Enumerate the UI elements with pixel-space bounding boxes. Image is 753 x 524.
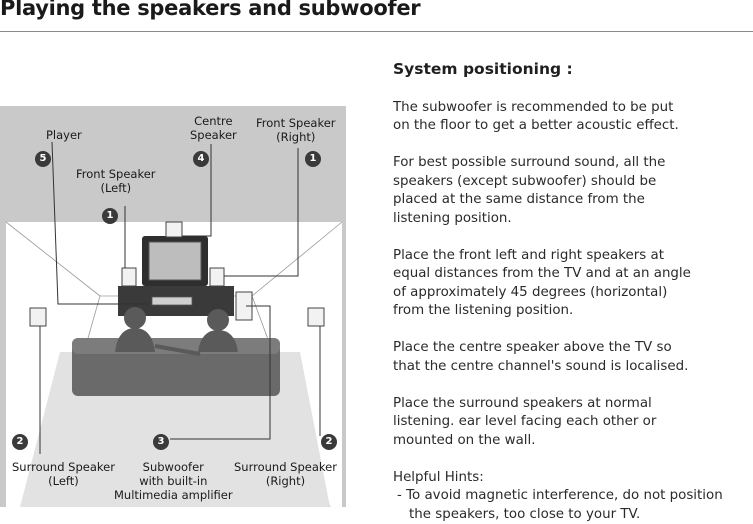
label-subwoofer: Subwoofer with built-in Multimedia ampli… (114, 460, 233, 502)
person-left (124, 307, 146, 329)
paragraph-surround-speakers: Place the surround speakers at normal li… (393, 395, 657, 448)
surround-right-speaker (307, 307, 325, 327)
label-front-left-speaker: Front Speaker (Left) (76, 167, 156, 195)
badge-centre: 4 (193, 151, 209, 167)
front-left-speaker (121, 267, 137, 287)
paragraph-centre-speaker: Place the centre speaker above the TV so… (393, 340, 689, 374)
positioning-instructions: System positioning : The subwoofer is re… (393, 60, 753, 524)
badge-player: 5 (35, 151, 51, 167)
surround-left-speaker (29, 307, 47, 327)
label-surround-right-speaker: Surround Speaker (Right) (234, 460, 337, 488)
label-player: Player (46, 128, 82, 142)
paragraph-subwoofer: The subwoofer is recommended to be put o… (393, 99, 679, 134)
label-front-right-speaker: Front Speaker (Right) (256, 116, 336, 144)
player-unit (151, 296, 193, 306)
centre-speaker (165, 221, 183, 238)
badge-front-left: 1 (102, 208, 118, 224)
badge-surround-right: 2 (321, 434, 337, 450)
front-right-speaker (209, 267, 225, 287)
badge-surround-left: 2 (12, 434, 28, 450)
section-heading: System positioning : (393, 60, 573, 78)
title-divider (0, 31, 753, 32)
hint-item: - To avoid magnetic interference, do not… (397, 488, 723, 522)
label-centre-speaker: Centre Speaker (190, 114, 237, 142)
speaker-diagram: Player Centre Speaker Front Speaker (Rig… (0, 106, 346, 507)
room-illustration (5, 141, 343, 507)
hints-title: Helpful Hints: (393, 469, 484, 485)
label-surround-left-speaker: Surround Speaker (Left) (12, 460, 115, 488)
badge-front-right: 1 (305, 151, 321, 167)
paragraph-distance: For best possible surround sound, all th… (393, 155, 666, 226)
paragraph-front-speakers: Place the front left and right speakers … (393, 247, 691, 319)
person-right (207, 309, 229, 331)
page-title: Playing the speakers and subwoofer (0, 0, 421, 20)
badge-subwoofer: 3 (153, 434, 169, 450)
